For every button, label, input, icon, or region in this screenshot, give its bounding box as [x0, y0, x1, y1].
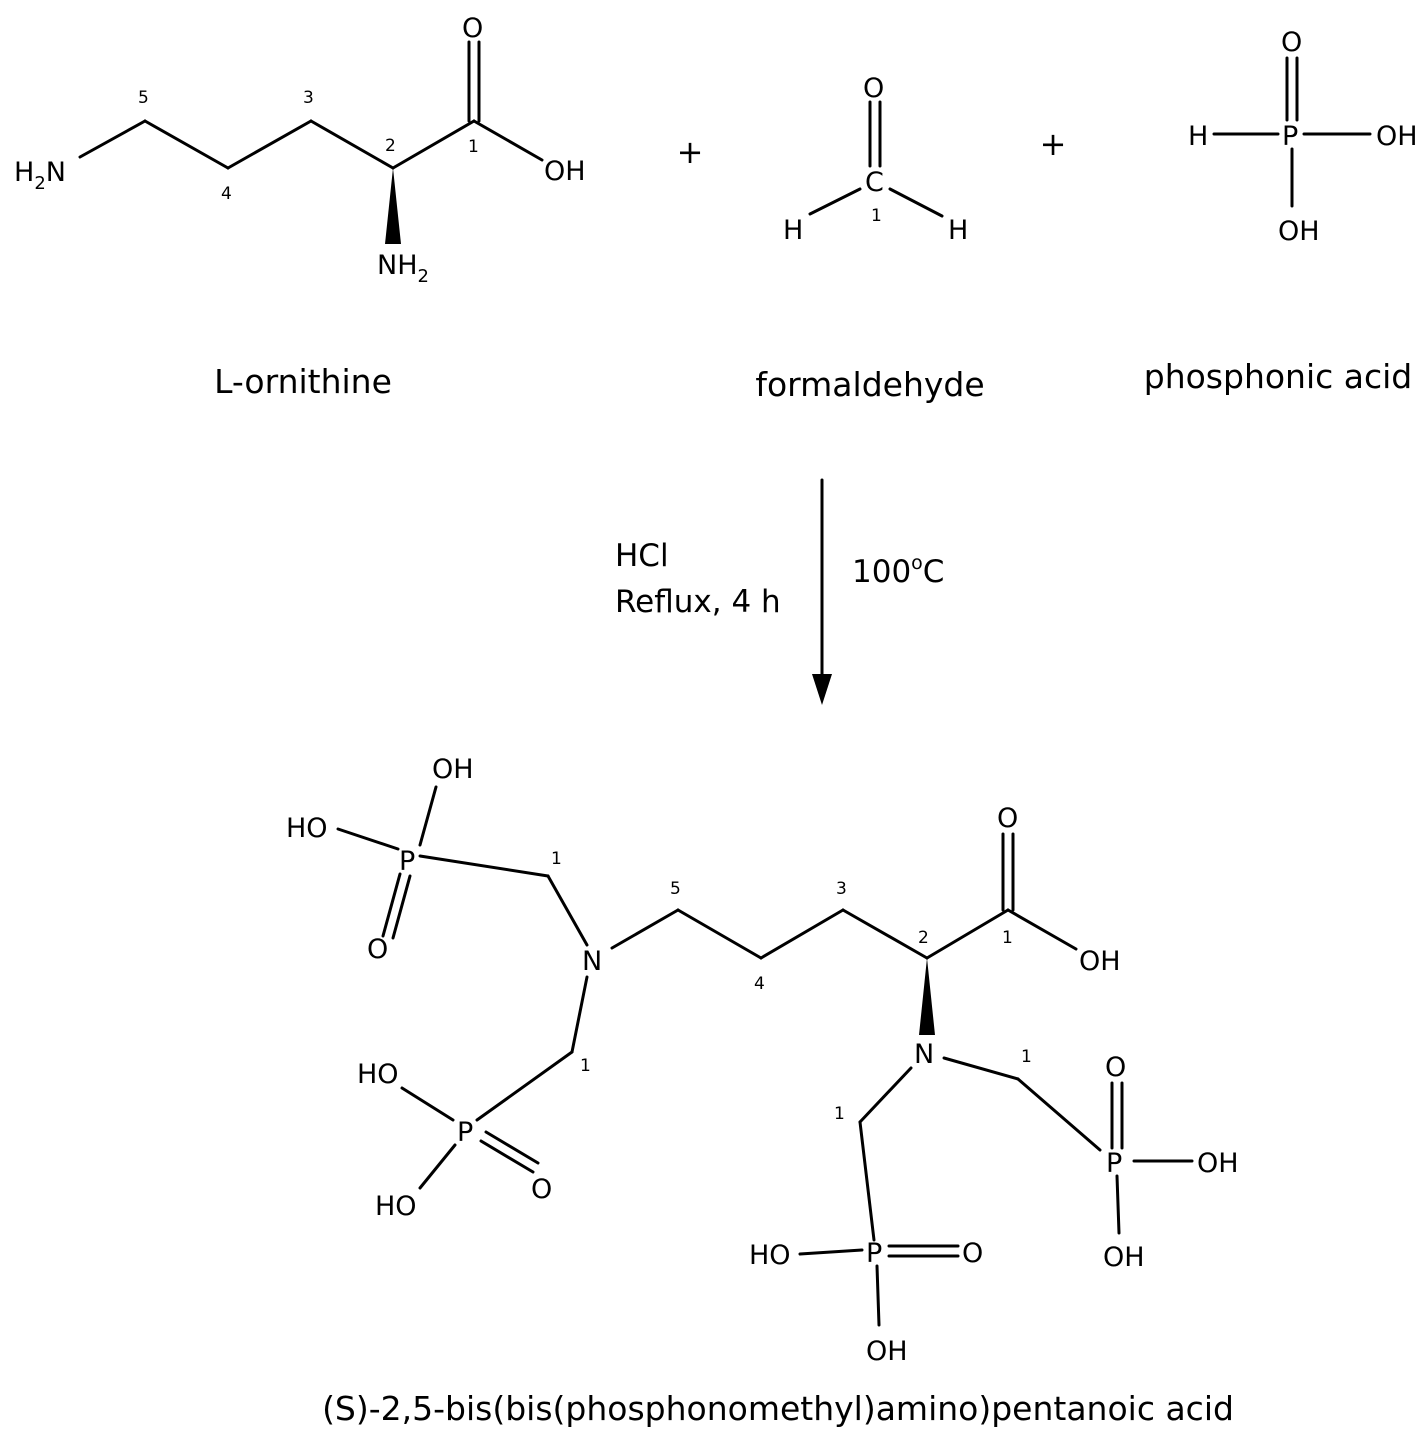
- product-p2: P: [457, 1117, 473, 1148]
- product-p4-oh-right: OH: [1197, 1148, 1239, 1179]
- formaldehyde-name: formaldehyde: [755, 365, 984, 404]
- product-name: (S)-2,5-bis(bis(phosphonomethyl)amino)pe…: [322, 1389, 1234, 1428]
- h2n-h: H: [14, 157, 34, 188]
- product-locant-1: 1: [1002, 928, 1013, 948]
- ornithine-hydroxyl: OH: [544, 156, 586, 187]
- phosphonic-h: H: [1188, 121, 1208, 152]
- product-locant-3: 3: [836, 879, 847, 899]
- nh2-sub: 2: [418, 266, 429, 287]
- product-locant-1-ch2a: 1: [551, 849, 562, 869]
- formaldehyde-c: C: [865, 167, 884, 198]
- product-p3-oh: OH: [866, 1336, 908, 1367]
- h2n-n: N: [46, 157, 66, 188]
- svg-text:NH2: NH2: [377, 250, 429, 287]
- condition-reagent: HCl: [615, 538, 669, 574]
- product-n2: N: [914, 1039, 934, 1070]
- product-p1: P: [399, 846, 415, 877]
- condition-temperature: 100oC: [852, 552, 944, 590]
- phosphonic-o: O: [1281, 27, 1302, 58]
- product-p1-oh: OH: [432, 754, 474, 785]
- plus-sign-2: +: [1040, 125, 1067, 163]
- product-p1-ho: HO: [286, 813, 328, 844]
- product-structure: N N OH HO P O HO P O HO O OH O P OH OH H…: [286, 754, 1239, 1367]
- product-p2-ho-top: HO: [357, 1059, 399, 1090]
- formaldehyde-h-left: H: [783, 215, 803, 246]
- product-p4: P: [1106, 1148, 1122, 1179]
- product-p3-o: O: [962, 1238, 983, 1269]
- phosphonic-acid-name: phosphonic acid: [1144, 357, 1413, 396]
- product-locant-2: 2: [918, 928, 929, 948]
- condition-process: Reflux, 4 h: [615, 584, 781, 620]
- ornithine-locant-4: 4: [221, 184, 232, 204]
- ornithine-carbonyl-o: O: [462, 13, 483, 44]
- ornithine-locant-2: 2: [385, 136, 396, 156]
- product-p1-o: O: [367, 934, 388, 965]
- formaldehyde-locant: 1: [871, 206, 882, 226]
- phosphonic-acid-structure: H P O OH OH: [1188, 27, 1418, 247]
- ornithine-locant-1: 1: [468, 137, 479, 157]
- phosphonic-oh-right: OH: [1376, 121, 1418, 152]
- l-ornithine-name: L-ornithine: [214, 362, 392, 401]
- formaldehyde-o: O: [863, 73, 884, 104]
- ornithine-locant-3: 3: [303, 88, 314, 108]
- formaldehyde-structure: O C H H 1: [783, 73, 968, 246]
- product-p2-ho-bottom: HO: [375, 1191, 417, 1222]
- plus-sign-1: +: [677, 133, 704, 171]
- product-wedge-bond: [919, 958, 935, 1035]
- product-locant-1-ch2c: 1: [1021, 1047, 1032, 1067]
- wedge-bond: [385, 168, 401, 244]
- phosphonic-oh-bottom: OH: [1278, 216, 1320, 247]
- product-locant-4: 4: [754, 974, 765, 994]
- product-carbonyl-o: O: [997, 803, 1018, 834]
- product-p3-ho: HO: [749, 1240, 791, 1271]
- product-p4-oh-bottom: OH: [1103, 1242, 1145, 1273]
- product-locant-5: 5: [670, 879, 681, 899]
- product-n5: N: [582, 946, 602, 977]
- l-ornithine-structure: H2N NH2 O OH 1 2 3 4 5: [14, 13, 586, 287]
- reaction-arrow: [812, 478, 832, 705]
- nh2-nh: NH: [377, 250, 418, 281]
- product-locant-1-ch2b: 1: [580, 1056, 591, 1076]
- phosphonic-p: P: [1282, 121, 1298, 152]
- h2n-sub: 2: [34, 173, 45, 194]
- ornithine-locant-5: 5: [138, 88, 149, 108]
- svg-text:H2N: H2N: [14, 157, 66, 194]
- product-carboxyl-oh: OH: [1079, 946, 1121, 977]
- product-p3: P: [866, 1238, 882, 1269]
- product-p2-o: O: [531, 1174, 552, 1205]
- formaldehyde-h-right: H: [948, 215, 968, 246]
- product-locant-1-ch2d: 1: [834, 1104, 845, 1124]
- product-p4-o: O: [1105, 1052, 1126, 1083]
